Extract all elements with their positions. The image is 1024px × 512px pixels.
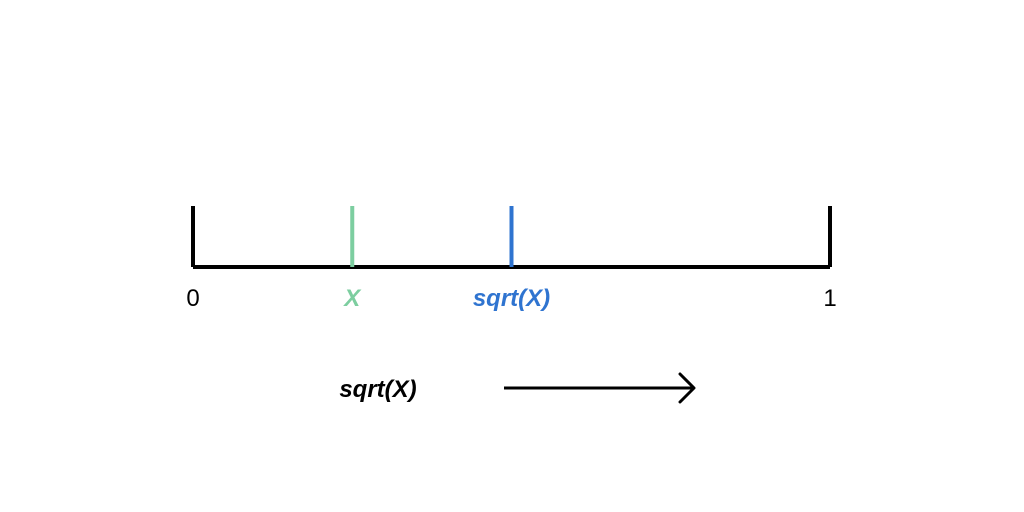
axis-end-label: 1 [823,285,836,312]
marker-x-label: X [342,285,362,312]
right-arrow-icon [504,372,696,404]
caption-label: sqrt(X) [339,376,416,403]
axis-start-label: 0 [186,285,199,312]
marker-sqrt-x-label: sqrt(X) [473,285,550,312]
